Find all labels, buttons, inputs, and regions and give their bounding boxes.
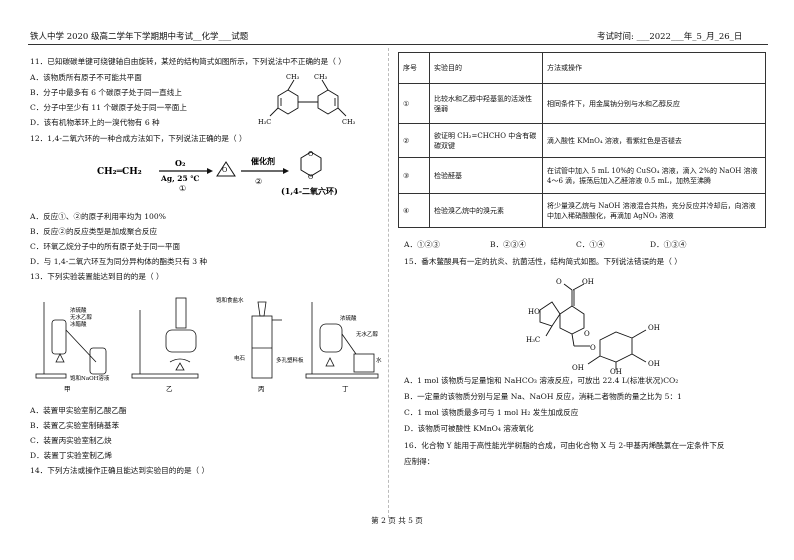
- q14-stem: 14．下列方法或操作正确且能达到实验目的的是（ ）: [30, 466, 210, 475]
- q11-ch3-label-1: CH₃: [286, 73, 300, 81]
- q12-option-b: B．反应②的反应类型是加成聚合反应: [30, 227, 158, 236]
- q13-ding-water: 水: [376, 356, 382, 364]
- svg-text:O: O: [308, 173, 313, 181]
- q14-row1-goal: 比较水和乙醇中羟基氢的活泼性强弱: [429, 83, 543, 124]
- q14-row1-no: ①: [398, 83, 430, 124]
- table-row: ② 欲证明 CH₂=CHCHO 中含有碳碳双键 滴入酸性 KMnO₄ 溶液，看紫…: [398, 123, 766, 158]
- q11-option-c: C．分子中至少有 11 个碳原子处于同一平面上: [30, 103, 187, 112]
- q14-header-goal: 实验目的: [429, 52, 543, 84]
- q15-carbonyl-o: O: [556, 278, 562, 286]
- exam-title: 铁人中学 2020 级高二学年下学期期中考试__化学___试题: [30, 32, 249, 42]
- page-number: 第 2 页 共 5 页: [371, 516, 423, 525]
- q13-bing-board: 多孔塑料板: [276, 356, 304, 364]
- q13-bing-carbide: 电石: [234, 354, 246, 362]
- q12-option-a: A．反应①、②的原子利用率均为 100%: [30, 212, 166, 221]
- q12-step1: ①: [179, 184, 186, 193]
- q13-option-d: D．装置丁实验室制乙烯: [30, 451, 113, 460]
- q12-stem: 12．1,4-二氧六环的一种合成方法如下，下列说法正确的是（ ）: [30, 134, 247, 143]
- q12-cond2-top: 催化剂: [251, 156, 275, 166]
- q11-option-b: B．分子中最多有 6 个碳原子处于同一直线上: [30, 88, 182, 97]
- q13-label-bing: 丙: [258, 385, 265, 392]
- q15-stem: 15．番木鳖酸具有一定的抗炎、抗菌活性，结构简式如图。下列说法错误的是（ ）: [404, 257, 682, 266]
- q14-row3-goal: 检验醛基: [429, 157, 543, 194]
- q14-header-no: 序号: [398, 52, 430, 84]
- q11-stem: 11．已知碳碳单键可绕键轴自由旋转，某烃的结构简式如图所示，下列说法中不正确的是…: [30, 57, 346, 66]
- q14-row3-method: 在试管中加入 5 mL 10%的 CuSO₄ 溶液，滴入 2%的 NaOH 溶液…: [542, 157, 766, 194]
- q15-ring-oh: HO: [528, 308, 540, 316]
- q14-row4-method: 将少量溴乙烷与 NaOH 溶液混合共热，充分反应并冷却后，向溶液中加入稀硝酸酸化…: [542, 193, 766, 228]
- q15-glyco-o: O: [590, 344, 596, 352]
- q12-step2: ②: [255, 177, 262, 186]
- q13-jia-ethanol: 无水乙醇: [70, 313, 93, 321]
- q11-h3c-label: H₃C: [258, 118, 271, 126]
- q15-structure: O OH HO H₃C O O OH OH OH OH: [526, 278, 660, 375]
- table-row: ③ 检验醛基 在试管中加入 5 mL 10%的 CuSO₄ 溶液，滴入 2%的 …: [398, 157, 766, 194]
- q11-ch3-label-3: CH₃: [342, 118, 356, 126]
- q14-option-a: A．①②③: [404, 240, 440, 249]
- q12-cond1-top: O₂: [175, 158, 186, 168]
- q14-option-b: B．②③④: [490, 240, 526, 249]
- q12-product-name: (1,4-二氧六环): [281, 186, 338, 196]
- q11-biphenyl-structure: CH₃ CH₃ H₃C CH₃: [258, 73, 356, 126]
- q15-acid-oh: OH: [582, 278, 594, 286]
- q14-header-method: 方法或操作: [542, 52, 766, 84]
- q13-label-yi: 乙: [166, 385, 173, 392]
- table-row: ① 比较水和乙醇中羟基氢的活泼性强弱 相同条件下，用金属钠分别与水和乙醇反应: [398, 83, 766, 124]
- q14-row2-no: ②: [398, 123, 430, 158]
- q14-table-header: 序号 实验目的 方法或操作: [398, 52, 766, 84]
- q12-cond1-bottom: Ag, 25 ℃: [160, 174, 199, 183]
- q15-sugar-oh-1: OH: [648, 324, 660, 332]
- q13-option-c: C．装置丙实验室制乙炔: [30, 436, 112, 445]
- q14-row3-no: ③: [398, 157, 430, 194]
- q12-epoxide-o: O: [222, 166, 227, 174]
- q14-option-d: D．①③④: [650, 240, 687, 249]
- q12-option-c: C．环氧乙烷分子中的所有原子处于同一平面: [30, 242, 181, 251]
- q15-option-d: D．该物质可被酸性 KMnO₄ 溶液氧化: [404, 424, 534, 433]
- q14-row2-goal: 欲证明 CH₂=CHCHO 中含有碳碳双键: [429, 123, 543, 158]
- q14-table: 序号 实验目的 方法或操作 ① 比较水和乙醇中羟基氢的活泼性强弱 相同条件下，用…: [398, 52, 766, 228]
- q15-option-a: A．1 mol 该物质与足量饱和 NaHCO₃ 溶液反应，可放出 22.4 L(…: [404, 376, 679, 385]
- q16-line1: 16．化合物 Y 能用于高性能光学树脂的合成，可由化合物 X 与 2-甲基丙烯酰…: [404, 441, 725, 450]
- q13-label-jia: 甲: [64, 385, 71, 392]
- q12-reaction-scheme: CH₂═CH₂ O₂ Ag, 25 ℃ ① O 催化剂 ② O O (1,4-二…: [97, 150, 338, 196]
- q15-sugar-oh-4: OH: [572, 364, 584, 372]
- table-row: ④ 检验溴乙烷中的溴元素 将少量溴乙烷与 NaOH 溶液混合共热，充分反应并冷却…: [398, 193, 766, 228]
- column-divider: [388, 48, 389, 518]
- q11-ch3-label-2: CH₃: [314, 73, 328, 81]
- q13-ding-ethanol: 无水乙醇: [356, 330, 379, 338]
- q15-methyl: H₃C: [526, 336, 540, 344]
- q15-sugar-oh-3: OH: [610, 368, 622, 375]
- q14-row4-no: ④: [398, 193, 430, 228]
- q11-option-d: D．该有机物苯环上的一溴代物有 6 种: [30, 118, 160, 127]
- q12-option-d: D．与 1,4-二氧六环互为同分异构体的酯类只有 3 种: [30, 257, 208, 266]
- q13-apparatus-figure: 浓硫酸 无水乙醇 冰醋酸 饱和NaOH溶液 饱和食盐水 电石 多孔塑料板 浓硫酸…: [35, 296, 382, 392]
- q15-option-c: C．1 mol 该物质最多可与 1 mol H₂ 发生加成反应: [404, 408, 579, 417]
- header-divider: [28, 44, 768, 45]
- q13-jia-acetic: 冰醋酸: [70, 320, 87, 328]
- q13-bing-salt: 饱和食盐水: [216, 296, 244, 304]
- svg-text:O: O: [308, 150, 313, 158]
- q13-ding-acid: 浓硫酸: [340, 314, 357, 322]
- q13-jia-acid: 浓硫酸: [70, 306, 87, 314]
- q13-label-ding: 丁: [342, 385, 349, 392]
- q14-row1-method: 相同条件下，用金属钠分别与水和乙醇反应: [542, 83, 766, 124]
- q15-option-b: B．一定量的该物质分别与足量 Na、NaOH 反应，消耗二者物质的量之比为 5：…: [404, 392, 682, 401]
- q14-row2-method: 滴入酸性 KMnO₄ 溶液，看紫红色是否褪去: [542, 123, 766, 158]
- q15-sugar-oh-2: OH: [648, 360, 660, 368]
- q13-stem: 13．下列实验装置能达到目的的是（ ）: [30, 272, 164, 281]
- exam-date: 考试时间: ___2022___年_5_月_26_日: [597, 32, 743, 42]
- q13-option-a: A．装置甲实验室制乙酸乙酯: [30, 406, 127, 415]
- q11-option-a: A．该物质所有原子不可能共平面: [30, 73, 142, 82]
- q12-ethylene: CH₂═CH₂: [97, 167, 142, 177]
- q14-option-c: C．①④: [576, 240, 605, 249]
- q14-row4-goal: 检验溴乙烷中的溴元素: [429, 193, 543, 228]
- q15-ring-o: O: [584, 330, 590, 338]
- q16-line2: 应制得：: [404, 457, 435, 466]
- q13-jia-naoh: 饱和NaOH溶液: [70, 374, 110, 382]
- q13-option-b: B．装置乙实验室制硝基苯: [30, 421, 120, 430]
